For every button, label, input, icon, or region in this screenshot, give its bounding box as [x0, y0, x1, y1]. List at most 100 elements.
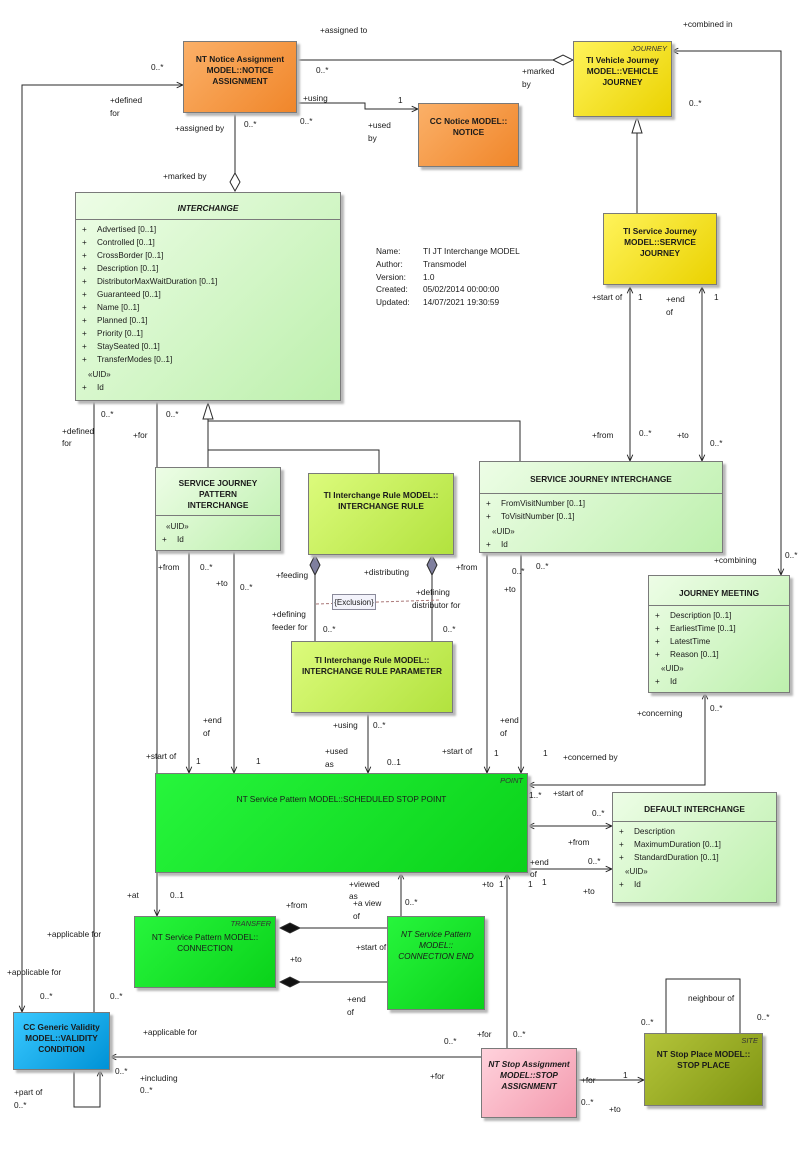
interchange-box[interactable]: INTERCHANGE +Advertised [0..1] +Controll…	[75, 192, 341, 401]
interchange-id: +Id	[82, 383, 104, 392]
connection-title-1: NT Service Pattern MODEL::	[151, 932, 259, 942]
connector-label: 1	[499, 879, 504, 889]
connector-label: +using	[333, 720, 358, 730]
connector-label: +defining	[272, 609, 306, 619]
connector-label: 0..*	[101, 409, 114, 419]
validity-condition-box[interactable]: CC Generic Validity MODEL::VALIDITY COND…	[13, 1012, 110, 1070]
sjp-interchange-title-1: SERVICE JOURNEY PATTERN	[178, 478, 258, 499]
sjp-interchange-uid: «UID»	[166, 522, 189, 531]
connector-label: 0..*	[785, 550, 798, 560]
interchange-attributes: +Advertised [0..1] +Controlled [0..1] +C…	[76, 220, 340, 366]
interchange-attr: +CrossBorder [0..1]	[82, 251, 164, 260]
connector-label: +used	[368, 120, 391, 130]
connector-label: +start of	[356, 942, 387, 952]
default-interchange-attr: +StandardDuration [0..1]	[619, 853, 719, 862]
connector-label: +feeding	[276, 570, 309, 580]
stop-assignment-title-3: ASSIGNMENT	[501, 1081, 557, 1091]
connection-end-box[interactable]: NT Service Pattern MODEL:: CONNECTION EN…	[387, 916, 485, 1010]
connector-label: 1	[542, 877, 547, 887]
connector-label: +assigned by	[175, 123, 225, 133]
connector-label: 0..*	[512, 566, 525, 576]
rule-parameter-title-1: TI Interchange Rule MODEL::	[314, 655, 430, 665]
assoc-journey-meeting-vehicle-journey	[672, 51, 781, 575]
connector-label: +for	[581, 1075, 596, 1085]
rule-parameter-title-2: INTERCHANGE RULE PARAMETER	[302, 666, 442, 676]
connector-label: +from	[158, 562, 180, 572]
stop-place-title-1: NT Stop Place MODEL::	[656, 1049, 751, 1059]
default-interchange-attr: +Description	[619, 827, 675, 836]
connector-label: +from	[568, 837, 590, 847]
connector-label: +marked by	[163, 171, 207, 181]
stop-assignment-box[interactable]: NT Stop Assignment MODEL::STOP ASSIGNMEN…	[481, 1048, 577, 1118]
connector-label: 1	[714, 292, 719, 302]
assoc-validity-part-of	[73, 1070, 100, 1108]
connector-label: +concerning	[637, 708, 683, 718]
meta-created: 05/02/2014 00:00:00	[423, 284, 500, 295]
connector-label: 1	[623, 1070, 628, 1080]
vehicle-journey-box[interactable]: JOURNEY TI Vehicle Journey MODEL::VEHICL…	[573, 41, 672, 117]
connector-label: 1	[256, 756, 261, 766]
interchange-attr: +Name [0..1]	[82, 303, 140, 312]
rule-parameter-box[interactable]: TI Interchange Rule MODEL:: INTERCHANGE …	[291, 641, 453, 713]
connector-label: +from	[286, 900, 308, 910]
notice-assignment-box[interactable]: NT Notice Assignment MODEL::NOTICE ASSIG…	[183, 41, 297, 113]
connector-label: 0..*	[710, 438, 723, 448]
service-journey-box[interactable]: TI Service Journey MODEL::SERVICE JOURNE…	[603, 213, 717, 285]
connector-label: distributor for	[412, 600, 461, 610]
meta-version: 1.0	[423, 271, 435, 282]
connector-label: of	[347, 1007, 354, 1017]
connector-label: 0..*	[316, 65, 329, 75]
sj-interchange-title: SERVICE JOURNEY INTERCHANGE	[530, 474, 672, 484]
notice-box[interactable]: CC Notice MODEL:: NOTICE	[418, 103, 519, 167]
connector-label: as	[349, 891, 358, 901]
connector-label: +to	[290, 954, 302, 964]
connector-label: 0..*	[110, 991, 123, 1001]
sj-interchange-box[interactable]: SERVICE JOURNEY INTERCHANGE +FromVisitNu…	[479, 461, 723, 553]
connector-label: +applicable for	[7, 967, 62, 977]
connector-label: +end	[203, 715, 222, 725]
validity-condition-title-3: CONDITION	[38, 1044, 85, 1054]
journey-meeting-title: JOURNEY MEETING	[678, 588, 760, 598]
default-interchange-box[interactable]: DEFAULT INTERCHANGE +Description +Maximu…	[612, 792, 777, 903]
default-interchange-uid: «UID»	[625, 867, 648, 876]
connector-label: +to	[216, 578, 228, 588]
connector-label: +marked	[522, 66, 555, 76]
notice-title-2: NOTICE	[452, 127, 485, 137]
connection-title-2: CONNECTION	[177, 943, 233, 953]
sj-interchange-id: +Id	[486, 540, 508, 549]
validity-condition-title-2: MODEL::VALIDITY	[25, 1033, 98, 1043]
interchange-rule-box[interactable]: TI Interchange Rule MODEL:: INTERCHANGE …	[308, 473, 454, 555]
connector-label: 0..*	[200, 562, 213, 572]
connector-label: +distributing	[364, 567, 409, 577]
connector-label: 0..*	[405, 897, 418, 907]
stop-place-box[interactable]: SITE NT Stop Place MODEL:: STOP PLACE	[644, 1033, 763, 1106]
connector-label: +using	[303, 93, 328, 103]
assoc-notice-assignment-notice	[297, 102, 418, 109]
connector-label: +end	[347, 994, 366, 1004]
stop-assignment-title-1: NT Stop Assignment	[488, 1059, 570, 1069]
interchange-rule-title-2: INTERCHANGE RULE	[338, 501, 424, 511]
sjp-interchange-box[interactable]: SERVICE JOURNEY PATTERN INTERCHANGE «UID…	[155, 467, 281, 551]
connection-box[interactable]: TRANSFER NT Service Pattern MODEL:: CONN…	[134, 916, 276, 988]
validity-condition-title-1: CC Generic Validity	[23, 1022, 100, 1032]
stop-place-stereotype: SITE	[741, 1036, 758, 1045]
connector-label: +applicable for	[47, 929, 102, 939]
connector-label: +to	[583, 886, 595, 896]
connector-label: 0..*	[115, 1066, 128, 1076]
journey-meeting-box[interactable]: JOURNEY MEETING +Description [0..1] +Ear…	[648, 575, 790, 693]
connector-label: +start of	[146, 751, 177, 761]
interchange-attr: +Controlled [0..1]	[82, 238, 155, 247]
interchange-attr: +Advertised [0..1]	[82, 225, 157, 234]
connector-label: +applicable for	[143, 1027, 198, 1037]
connector-label: +combined in	[683, 19, 733, 29]
connector-label: +including	[140, 1073, 178, 1083]
connector-label: +defined	[62, 426, 95, 436]
scheduled-stop-point-box[interactable]: POINT NT Service Pattern MODEL::SCHEDULE…	[155, 773, 528, 873]
interchange-uid: «UID»	[88, 370, 111, 379]
connector-label: 0..*	[40, 991, 53, 1001]
connector-label: +start of	[442, 746, 473, 756]
meta-author: Transmodel	[423, 258, 467, 269]
interchange-attr: +Planned [0..1]	[82, 316, 148, 325]
connector-label: for	[62, 438, 72, 448]
connection-end-title-3: CONNECTION END	[398, 951, 474, 961]
